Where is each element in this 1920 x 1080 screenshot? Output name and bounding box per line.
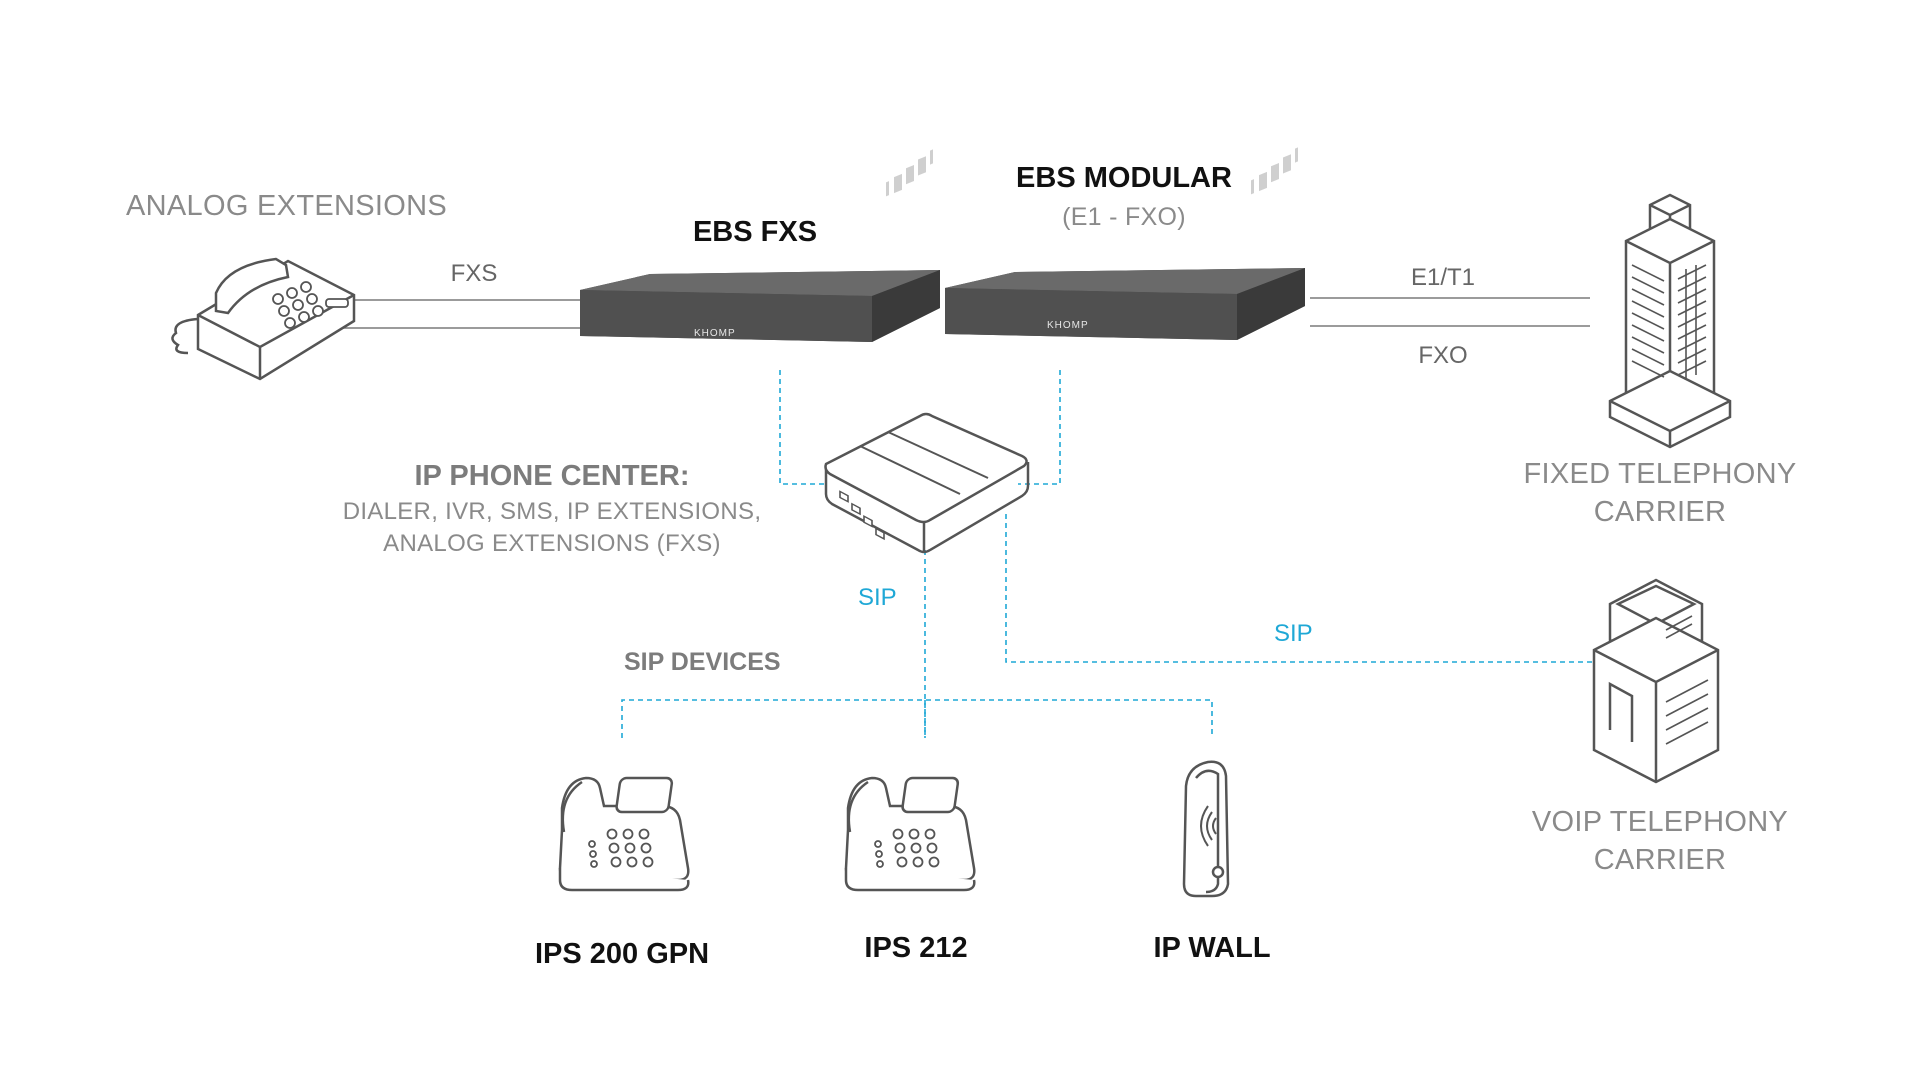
fixed-carrier-line1: FIXED TELEPHONY [1523,458,1797,490]
analog-extensions-label: ANALOG EXTENSIONS [126,190,447,222]
ips200gpn-label: IPS 200 GPN [534,938,710,970]
ips212-phone-icon [844,776,976,892]
tall-building-icon [1608,193,1732,449]
ebs-fxs-brand: KHOMP [694,328,736,339]
ebs-fxs-label: EBS FXS [692,216,818,248]
ip-phone-center-title: IP PHONE CENTER: [414,460,690,492]
ips200gpn-phone-icon [558,776,690,892]
fxo-link-label: FXO [1418,342,1468,369]
voip-carrier-line2: CARRIER [1593,844,1727,876]
e1t1-link-label: E1/T1 [1410,264,1476,291]
fxs-link-label: FXS [450,260,498,287]
fixed-carrier-line2: CARRIER [1593,496,1727,528]
router-box-icon [824,412,1030,554]
ips212-label: IPS 212 [864,932,968,964]
ip-phone-center-line2: ANALOG EXTENSIONS (FXS) [383,530,721,557]
analog-phone-icon [171,257,356,381]
ipwall-label: IP WALL [1153,932,1271,964]
office-building-icon [1592,578,1720,784]
sip-down-label: SIP [858,584,897,611]
sip-right-label: SIP [1274,620,1313,647]
ebs-modular-sublabel: (E1 - FXO) [1062,203,1186,231]
wall-phone-icon [1182,760,1230,898]
sip-links [621,370,1594,738]
voip-carrier-line1: VOIP TELEPHONY [1531,806,1789,838]
ebs-modular-brand: KHOMP [1047,320,1089,331]
ebs-modular-label: EBS MODULAR [1016,162,1232,194]
ip-phone-center-line1: DIALER, IVR, SMS, IP EXTENSIONS, [342,498,762,525]
sip-devices-label: SIP DEVICES [624,648,781,676]
